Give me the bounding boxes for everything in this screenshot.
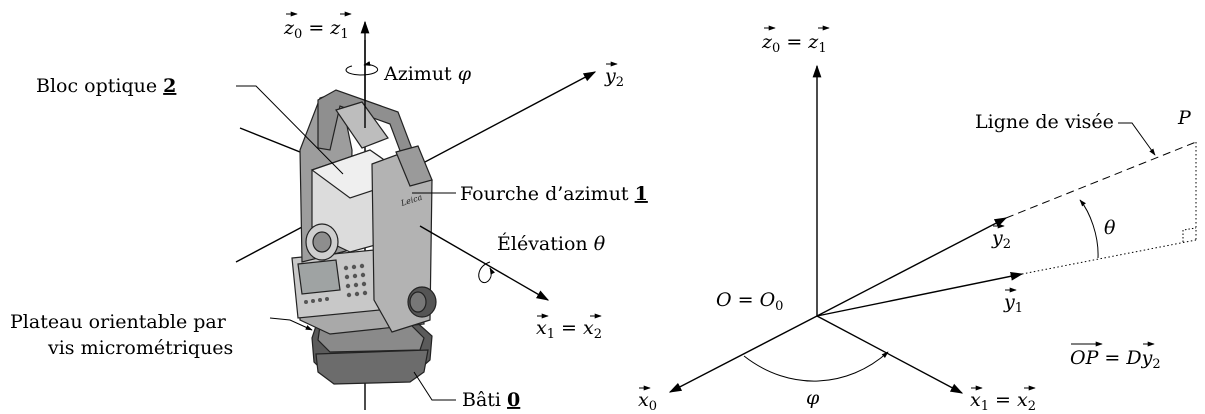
sight-top (335, 101, 389, 149)
fork-right-top (395, 145, 433, 187)
display-screen (297, 259, 341, 295)
right-y2-label: y2 (991, 227, 1011, 252)
azimut-rotation-icon (345, 61, 379, 76)
right-x0-label: x0 (638, 389, 657, 414)
right-x12-label: x1 = x2 (970, 389, 1036, 414)
keypad-keys (304, 263, 368, 304)
phi-label: φ (806, 387, 820, 409)
right-figure: z0 = z1 Ligne de visée P y2 y1 θ O = O0 … (638, 25, 1197, 414)
left-y2-label: y2 (604, 65, 624, 90)
left-figure: Leica z0 = z1 Azimut φ y2 Bloc optique 2… (10, 11, 648, 411)
plateau-label-line1: Plateau orientable par (10, 311, 227, 333)
right-x0-axis (668, 315, 818, 393)
base-plate (315, 349, 429, 385)
right-angle-mark (1182, 227, 1197, 242)
right-y1-label: y1 (1003, 291, 1023, 316)
sight-line-dashed (1005, 141, 1197, 219)
bati-leader (413, 371, 456, 401)
focus-knob-inner (409, 291, 427, 313)
projection-dotted (1021, 239, 1197, 275)
elevation-rotation-icon (478, 261, 496, 284)
bati-label: Bâti 0 (462, 389, 520, 411)
azimut-label: Azimut φ (383, 63, 472, 85)
theta-label: θ (1104, 217, 1116, 239)
plateau-leader (269, 317, 313, 331)
total-station-illustration: Leica (291, 89, 437, 385)
ligne-visee-leader (1118, 122, 1156, 156)
fourche-label: Fourche d’azimut 1 (460, 183, 648, 205)
bloc-optique-leader (236, 85, 344, 175)
bloc-optique-label: Bloc optique 2 (36, 75, 176, 97)
origin-label: O = O0 (716, 289, 783, 314)
eyepiece-lens (312, 231, 332, 253)
point-P-label: P (1177, 107, 1192, 129)
right-x12-axis (816, 315, 964, 394)
left-x12-axis (419, 225, 550, 301)
op-formula-label: OP = Dy2 (1070, 347, 1161, 372)
phi-arc (743, 351, 889, 382)
right-y1-axis (816, 271, 1024, 317)
plateau-label-line2: vis micrométriques (47, 337, 233, 359)
ligne-visee-label: Ligne de visée (975, 111, 1114, 133)
left-x12-label: x1 = x2 (536, 317, 602, 342)
theta-arc (1079, 199, 1099, 259)
elevation-label: Élévation θ (497, 232, 606, 255)
left-z-axis-label: z0 = z1 (283, 17, 349, 42)
right-y2-axis (816, 217, 1008, 317)
right-z-axis-label: z0 = z1 (761, 31, 827, 56)
